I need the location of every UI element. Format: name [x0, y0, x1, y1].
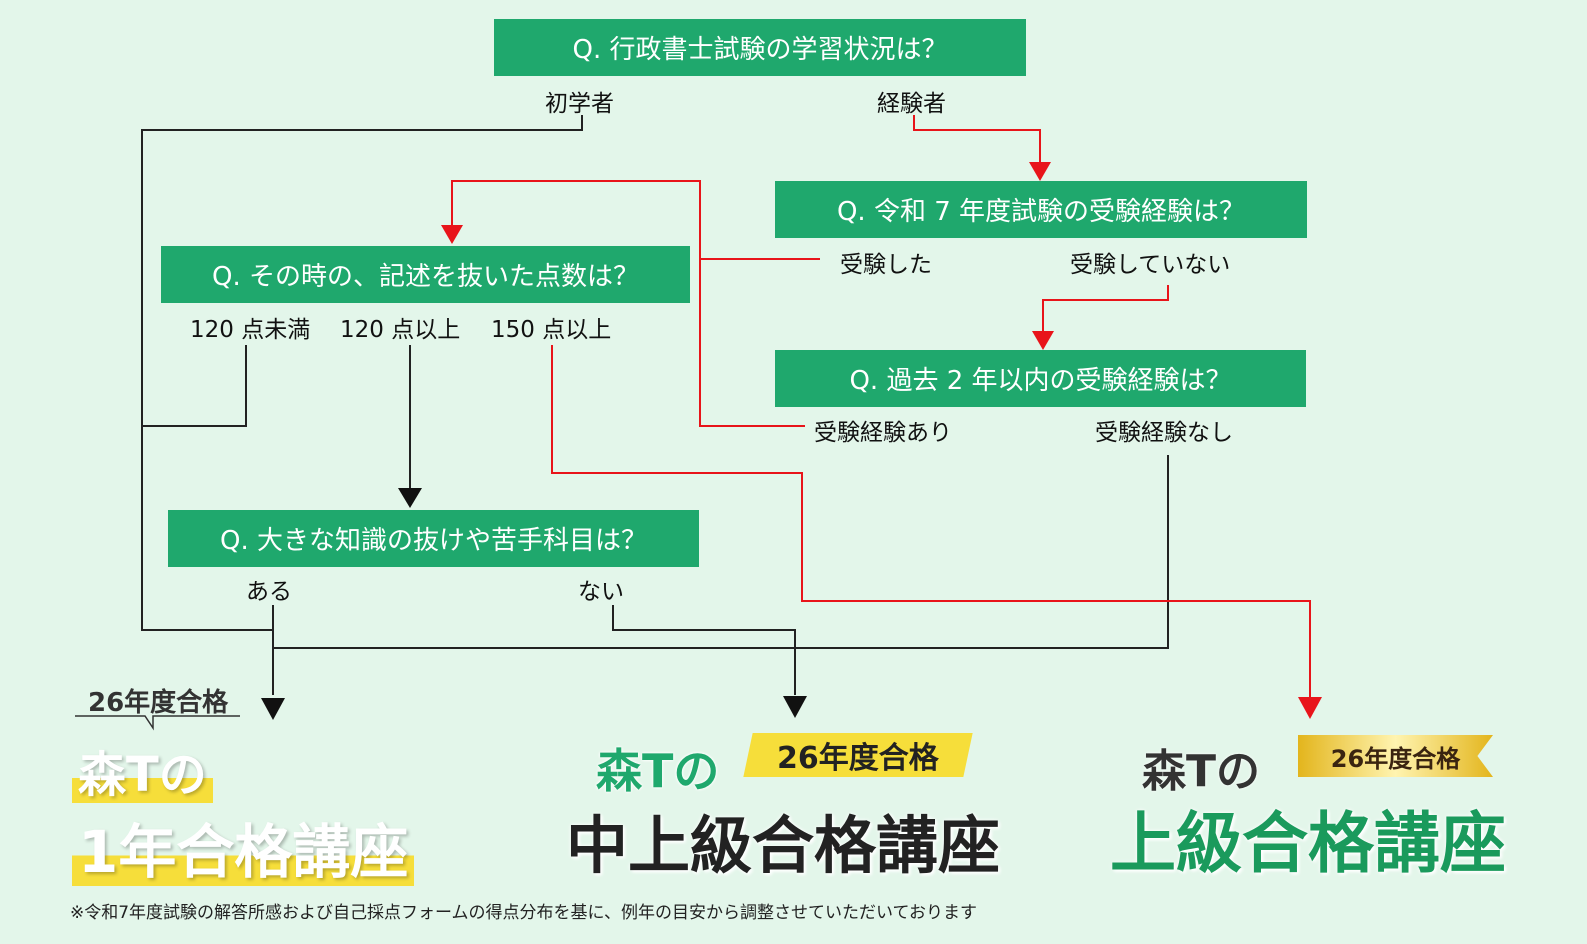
question-weak-subjects: Q. 大きな知識の抜けや苦手科目は？ — [168, 510, 699, 567]
answer-has-exp: 受験経験あり — [814, 420, 952, 446]
course-line1: 森Tの — [596, 744, 720, 798]
line-experienced — [913, 115, 1041, 165]
course-line2: 上級合格講座 — [1110, 805, 1506, 882]
arrow-to-q4 — [1032, 331, 1054, 350]
answer-took: 受験した — [840, 252, 932, 278]
answer-experienced: 経験者 — [877, 91, 946, 117]
arrow-to-q3 — [441, 225, 463, 244]
line-no — [612, 605, 796, 695]
line-under120 — [142, 345, 247, 427]
arrow-to-c1 — [261, 698, 285, 720]
line-over150 — [551, 345, 1311, 700]
question-r7-exam: Q. 令和 7 年度試験の受験経験は？ — [775, 181, 1307, 238]
question-past-2-years: Q. 過去 2 年以内の受験経験は？ — [775, 350, 1306, 407]
course-badge: 26年度合格 — [88, 688, 229, 718]
answer-no-exp: 受験経験なし — [1095, 420, 1233, 446]
arrow-to-q5 — [398, 488, 422, 508]
arrow-to-c2 — [783, 696, 807, 718]
arrow-to-q2 — [1029, 162, 1051, 181]
arrow-to-c3 — [1298, 697, 1322, 719]
answer-over120: 120 点以上 — [340, 317, 461, 343]
answer-not-took: 受験していない — [1070, 252, 1231, 278]
answer-beginner: 初学者 — [545, 91, 614, 117]
footnote: ※令和7年度試験の解答所感および自己採点フォームの得点分布を基に、例年の目安から… — [70, 903, 978, 923]
line-has-exp — [699, 259, 805, 427]
answer-over150: 150 点以上 — [491, 317, 612, 343]
badge-underline — [75, 715, 240, 731]
course-badge: 26年度合格 — [1298, 735, 1493, 777]
line-no-exp — [273, 455, 1169, 649]
answer-yes: ある — [246, 579, 292, 605]
course-line2: 中上級合格講座 — [566, 809, 1001, 882]
course-badge: 26年度合格 — [743, 733, 973, 777]
line-beginner — [141, 115, 583, 631]
course-line2: 1年合格講座 — [72, 818, 415, 886]
course-line1: 森Tの — [1142, 746, 1261, 797]
question-study-status: Q. 行政書士試験の学習状況は？ — [494, 19, 1026, 76]
course-line1: 森Tの — [72, 747, 213, 803]
line-not-took — [1042, 285, 1169, 335]
answer-under120: 120 点未満 — [190, 317, 311, 343]
question-score: Q. その時の、記述を抜いた点数は？ — [161, 246, 690, 303]
answer-no: ない — [578, 579, 624, 605]
line-took — [451, 180, 820, 260]
